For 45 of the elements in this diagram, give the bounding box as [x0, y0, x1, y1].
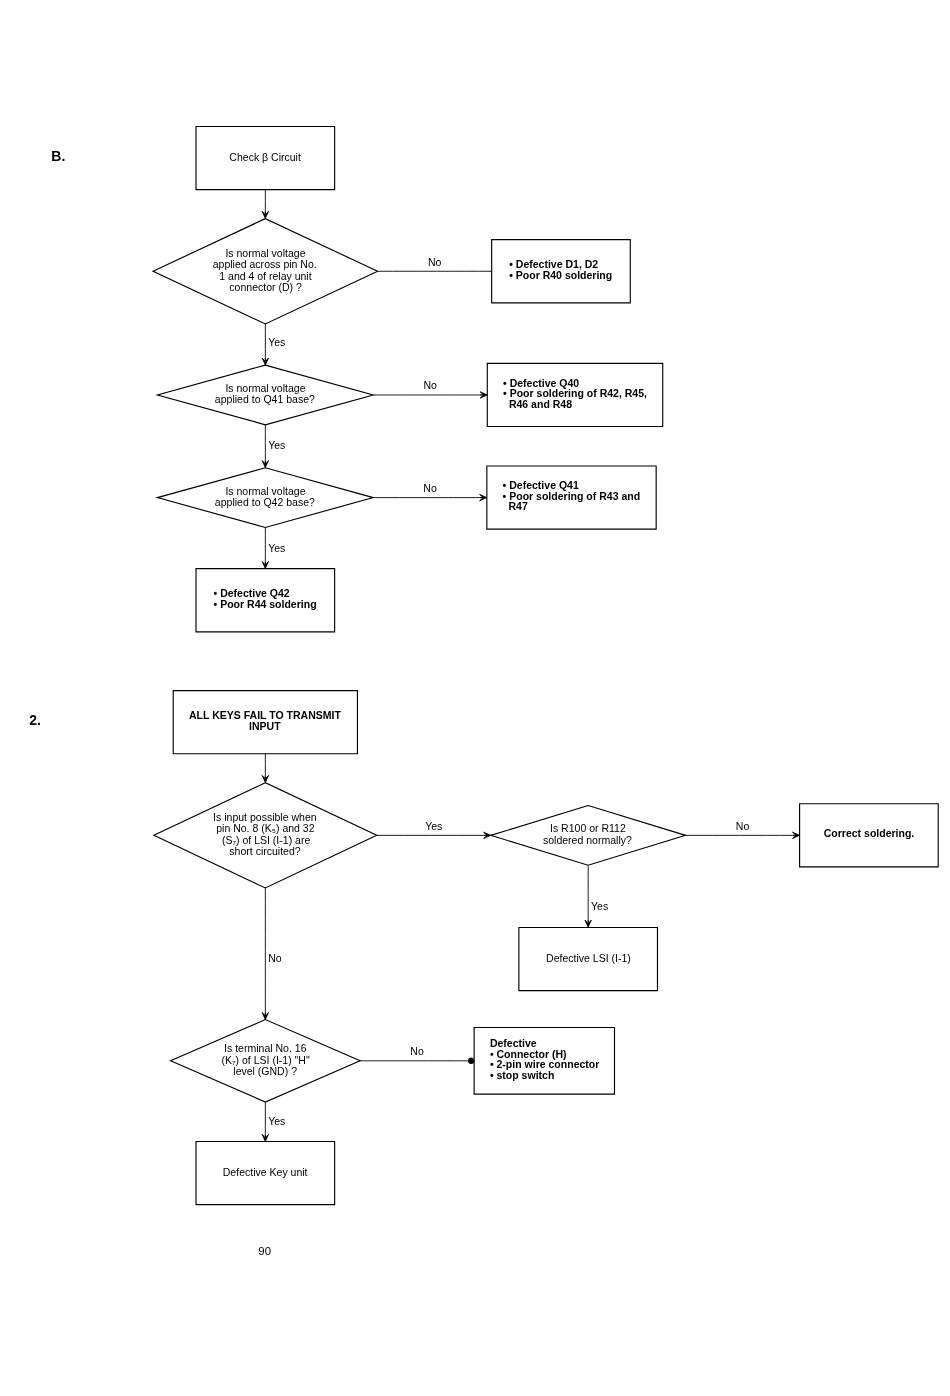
arrow	[261, 752, 269, 783]
node-diamond: Is terminal No. 16 (K₇) of LSI (I-1) "H" level (GND) ?	[169, 1018, 362, 1103]
arrow	[261, 323, 269, 365]
arrow	[584, 864, 592, 928]
node-diamond: Is normal voltage applied across pin No. 1 and 4 of relay unit connector (D) ?	[151, 217, 379, 325]
arrow	[261, 887, 269, 1020]
node-diamond: Is normal voltage applied to Q42 base?	[155, 466, 376, 528]
arrow	[261, 526, 269, 569]
edge-label: No	[268, 951, 282, 964]
node-box: Defective Key unit	[195, 1140, 336, 1205]
edge-label: No	[427, 255, 442, 268]
node-box: • Defective Q42 • Poor R44 soldering	[195, 567, 336, 632]
arrow	[373, 390, 488, 399]
node-box: Correct soldering.	[799, 802, 939, 867]
connector	[377, 270, 492, 272]
edge-label: No	[410, 1044, 424, 1057]
label: B.	[51, 147, 66, 164]
edge-label: Yes	[268, 541, 286, 554]
node-box: • Defective D1, D2 • Poor R40 soldering	[491, 238, 631, 303]
edge-label: Yes	[268, 438, 286, 451]
edge-label: Yes	[268, 335, 286, 348]
edge-label: Yes	[591, 899, 609, 912]
edge-label: No	[735, 819, 750, 832]
arrow	[376, 831, 492, 839]
arrow	[261, 188, 269, 219]
edge-label: Yes	[268, 1114, 286, 1127]
node-diamond: Is input possible when pin No. 8 (K₅) and 32 (S₇) of LSI (I-1) are short circuited?	[152, 781, 379, 889]
arrow	[685, 831, 800, 839]
edge-label: No	[423, 481, 437, 494]
arrow	[261, 1101, 269, 1142]
node-box: ALL KEYS FAIL TO TRANSMIT INPUT	[172, 689, 358, 754]
arrow	[261, 424, 269, 468]
node-box: Check β Circuit	[195, 125, 336, 190]
node-box: Defective LSI (I-1)	[518, 926, 659, 991]
edge-label: No	[423, 378, 437, 391]
node-box: • Defective Q41 • Poor soldering of R43 and R47	[486, 464, 657, 530]
connector	[359, 1057, 475, 1064]
node-box: • Defective Q40 • Poor soldering of R42, R45, R46 and R48	[486, 362, 664, 427]
label: 2.	[29, 711, 42, 728]
node-box: Defective • Connector (H) • 2-pin wire connector • stop switch	[473, 1026, 616, 1095]
arrow	[372, 493, 488, 501]
edge-label: Yes	[425, 819, 443, 832]
label: 90	[258, 1244, 271, 1257]
node-diamond: Is R100 or R112 soldered normally?	[488, 804, 688, 866]
node-diamond: Is normal voltage applied to Q41 base?	[155, 364, 376, 425]
